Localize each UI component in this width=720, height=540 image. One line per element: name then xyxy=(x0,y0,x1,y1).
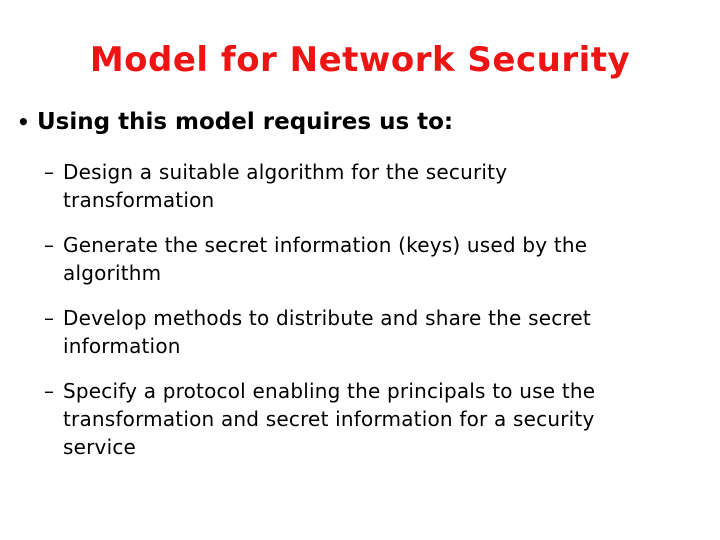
slide-body: • Using this model requires us to: – Des… xyxy=(17,107,709,478)
sub-bullet-text: Develop methods to distribute and share … xyxy=(63,306,591,358)
dash-marker: – xyxy=(44,233,54,257)
sub-bullet-text: Design a suitable algorithm for the secu… xyxy=(63,160,508,212)
sub-bullet-item: – Specify a protocol enabling the princi… xyxy=(44,377,709,461)
sub-bullet-item: – Generate the secret information (keys)… xyxy=(44,231,709,287)
sub-bullet-text: Specify a protocol enabling the principa… xyxy=(63,379,596,459)
sub-bullet-item: – Design a suitable algorithm for the se… xyxy=(44,158,709,214)
slide-title: Model for Network Security xyxy=(89,40,631,80)
dash-marker: – xyxy=(44,306,54,330)
sub-bullet-item: – Develop methods to distribute and shar… xyxy=(44,304,709,360)
bullet-dot-marker: • xyxy=(17,110,30,134)
bullet-item: • Using this model requires us to: xyxy=(17,107,709,137)
dash-marker: – xyxy=(44,160,54,184)
bullet-text: Using this model requires us to: xyxy=(37,109,454,135)
sub-bullet-text: Generate the secret information (keys) u… xyxy=(63,233,588,285)
dash-marker: – xyxy=(44,379,54,403)
